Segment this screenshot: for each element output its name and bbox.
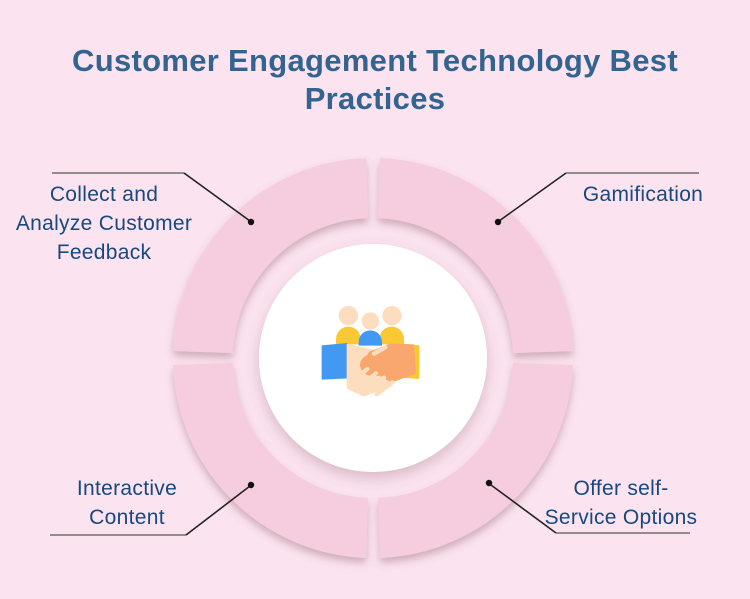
callout-label-collect-feedback: Collect and Analyze Customer Feedback (0, 180, 208, 267)
person-center (358, 312, 382, 346)
person-right-body (379, 326, 404, 345)
callout-line: Feedback (56, 241, 152, 264)
connector-self-service (485, 479, 690, 534)
connector-dot (247, 218, 255, 226)
connector-collect-feedback (52, 172, 255, 226)
connector-dot (485, 479, 493, 487)
person-left-body (335, 326, 361, 345)
ring-segment-top-left (173, 158, 369, 354)
callout-line: Offer self- (573, 477, 669, 500)
handshake (321, 342, 420, 397)
ring-segment-bottom-right (377, 362, 573, 558)
ring-segment-top-right (377, 158, 573, 354)
person-left (335, 305, 361, 345)
callout-label-self-service: Offer self- Service Options (521, 474, 721, 532)
page-title: Customer Engagement Technology Best Prac… (0, 42, 750, 118)
ring-segment-bottom-left (173, 362, 369, 558)
callout-label-gamification: Gamification (543, 180, 743, 209)
callout-line: Service Options (544, 506, 698, 529)
connector-gamification (494, 172, 699, 226)
callout-line: Analyze Customer (15, 212, 193, 235)
handshake-fingers (350, 345, 395, 397)
people-handshake-icon (321, 305, 420, 397)
person-right (379, 305, 404, 345)
callout-label-interactive-content: Interactive Content (27, 474, 227, 532)
person-right-head (382, 305, 402, 326)
handshake-sleeve-left (321, 342, 349, 380)
page-title-line-1: Customer Engagement Technology Best (72, 43, 678, 78)
page-title-line-2: Practices (304, 81, 446, 116)
callout-line: Content (89, 506, 165, 529)
person-left-head (338, 305, 358, 326)
person-center-head (361, 312, 379, 330)
handshake-thumb (371, 345, 388, 356)
connector-dot (247, 481, 255, 489)
connector-interactive-content (50, 481, 255, 536)
callout-line: Collect and (49, 183, 159, 206)
callout-line: Gamification (582, 183, 704, 206)
connector-dot (494, 218, 502, 226)
person-center-body (358, 330, 382, 346)
callout-line: Interactive (76, 477, 178, 500)
